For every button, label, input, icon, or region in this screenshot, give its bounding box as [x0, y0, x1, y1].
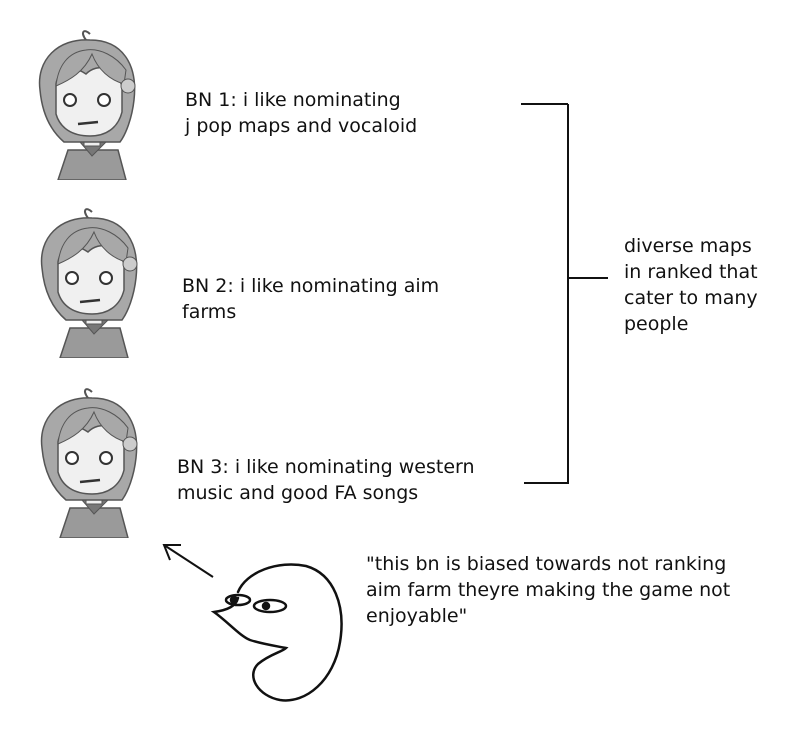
quote-label: "this bn is biased towards not ranking a…	[366, 553, 731, 627]
anime-character-2	[40, 208, 138, 358]
bracket	[521, 103, 608, 484]
bn3-label: BN 3: i like nominating western music an…	[177, 456, 475, 504]
character-figure	[40, 388, 138, 538]
summary-label: diverse maps in ranked that cater to man…	[624, 235, 758, 335]
anime-character-1	[38, 30, 136, 180]
anime-character-3	[40, 388, 138, 538]
character-figure	[40, 208, 138, 358]
arrow-icon	[162, 544, 214, 578]
bn2-label: BN 2: i like nominating aim farms	[182, 275, 440, 323]
character-figure	[38, 30, 136, 180]
bn1-label: BN 1: i like nominating j pop maps and v…	[185, 89, 418, 137]
sketch-face-icon	[210, 563, 343, 702]
